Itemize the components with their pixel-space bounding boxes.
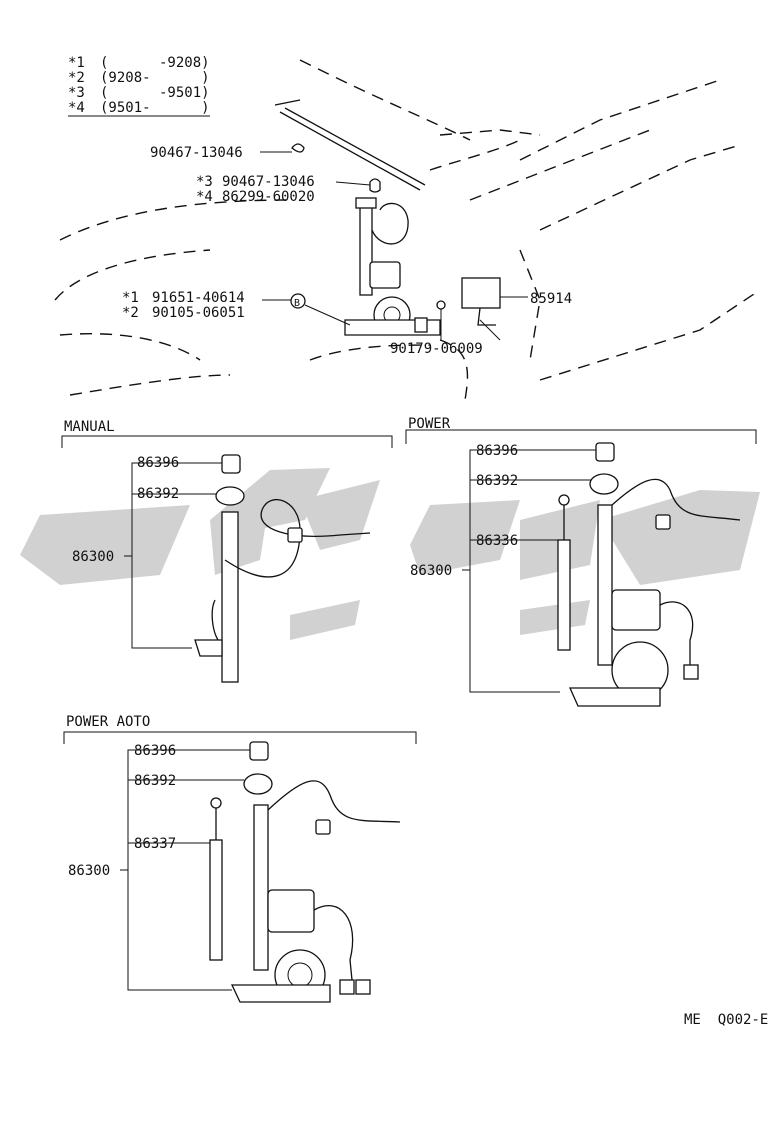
relay-icon xyxy=(461,277,501,309)
power-section: POWER 86396 86392 86336 86300 xyxy=(405,416,757,707)
auto-mast-icon xyxy=(209,839,223,961)
manual-cap-icon xyxy=(221,454,241,474)
part-85914: 85914 xyxy=(530,291,572,307)
auto-part-86337: 86337 xyxy=(134,836,176,852)
mark-star3: *3 xyxy=(196,174,213,190)
mark-star2: *2 xyxy=(122,305,139,321)
manual-section: MANUAL 86396 86392 86300 xyxy=(61,419,393,683)
screw-icon xyxy=(436,300,446,310)
part-91651-40614: 91651-40614 xyxy=(152,290,245,306)
car-body-outline xyxy=(54,59,761,401)
part-90467-13046-b: 90467-13046 xyxy=(222,174,315,190)
auto-tube-icon xyxy=(253,804,269,971)
legend-mark-4: *4 xyxy=(68,100,85,116)
auto-part-86396: 86396 xyxy=(134,743,176,759)
part-90467-13046-a: 90467-13046 xyxy=(150,145,243,161)
manual-part-86300: 86300 xyxy=(72,549,114,565)
power-part-86336: 86336 xyxy=(476,533,518,549)
auto-part-86300: 86300 xyxy=(68,863,110,879)
top-motor-icon xyxy=(369,261,401,289)
manual-part-86396: 86396 xyxy=(137,455,179,471)
legend-mark-2: *2 xyxy=(68,70,85,86)
part-90105-06051: 90105-06051 xyxy=(152,305,245,321)
clip-icon xyxy=(369,178,381,193)
power-motor-icon xyxy=(611,589,661,631)
section-title-power-auto: POWER AOTO xyxy=(66,714,150,730)
legend-range-1: ( -9208) xyxy=(100,55,210,71)
top-labels: 90467-13046 *3 90467-13046 *4 86299-6002… xyxy=(122,145,572,357)
power-washer-icon xyxy=(589,473,619,495)
manual-mast-icon xyxy=(221,511,239,683)
power-mast-icon xyxy=(557,539,571,651)
part-86299-60020: 86299-60020 xyxy=(222,189,315,205)
section-title-power: POWER xyxy=(408,416,451,432)
top-antenna-assembly: B xyxy=(274,99,501,336)
callout-letter: B xyxy=(294,298,300,309)
section-title-manual: MANUAL xyxy=(64,419,115,435)
callout-circle xyxy=(290,293,306,309)
auto-part-86392: 86392 xyxy=(134,773,176,789)
legend-mark-3: *3 xyxy=(68,85,85,101)
legend-range-4: (9501- ) xyxy=(100,100,210,116)
auto-washer-icon xyxy=(243,773,273,795)
power-cap-icon xyxy=(595,442,615,462)
top-mast-cap xyxy=(355,197,377,209)
mark-star1: *1 xyxy=(122,290,139,306)
grommet-icon xyxy=(291,143,305,153)
power-part-86396: 86396 xyxy=(476,443,518,459)
mark-star4: *4 xyxy=(196,189,213,205)
top-leaders xyxy=(260,151,528,341)
diagram-code: ME Q002-E xyxy=(684,1012,768,1028)
watermark-logo xyxy=(20,468,760,640)
legend: *1 ( -9208) *2 (9208- ) *3 ( -9501) *4 (… xyxy=(68,55,210,117)
power-part-86392: 86392 xyxy=(476,473,518,489)
manual-washer-icon xyxy=(215,486,245,506)
power-part-86300: 86300 xyxy=(410,563,452,579)
manual-part-86392: 86392 xyxy=(137,486,179,502)
power-tube-icon xyxy=(597,504,613,666)
legend-range-3: ( -9501) xyxy=(100,85,210,101)
legend-mark-1: *1 xyxy=(68,55,85,71)
part-90179-06009: 90179-06009 xyxy=(390,341,483,357)
power-auto-section: POWER AOTO 86396 86392 86337 86300 xyxy=(63,714,417,1003)
auto-cap-icon xyxy=(249,741,269,761)
auto-motor-icon xyxy=(267,889,315,933)
legend-range-2: (9208- ) xyxy=(100,70,210,86)
